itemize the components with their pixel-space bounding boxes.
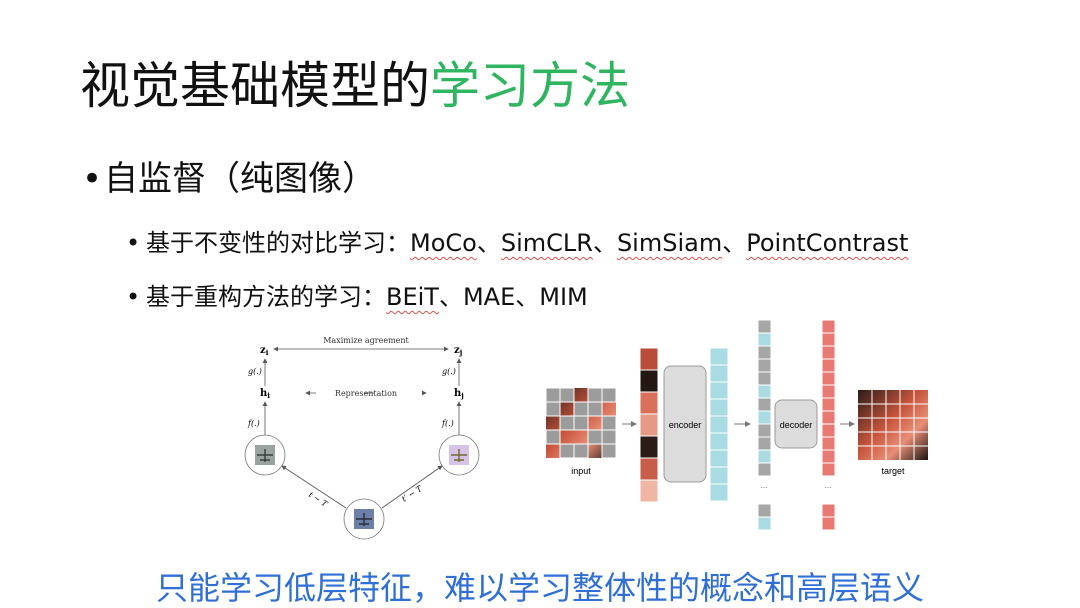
f-left-label: f(.) <box>247 419 260 428</box>
method-moco: MoCo <box>410 229 477 257</box>
method-simsiam: SimSiam <box>617 229 722 257</box>
target-image <box>858 390 928 460</box>
representation-label: Representation <box>335 389 397 398</box>
mixed-tokens <box>758 320 771 530</box>
separator: 、 <box>515 283 539 311</box>
title-highlight: 学习方法 <box>430 57 630 115</box>
method-mim: MIM <box>539 283 588 311</box>
ellipsis-mid: ... <box>761 481 768 490</box>
mae-diagram: input encoder ... decoder <box>542 318 932 533</box>
separator: 、 <box>477 229 501 257</box>
bullet-dot: • <box>82 156 104 202</box>
sub-bullet-prefix: 基于不变性的对比学习： <box>146 229 410 257</box>
z-left-label: zi <box>260 345 269 357</box>
separator: 、 <box>722 229 746 257</box>
f-right-label: f(.) <box>441 419 454 428</box>
decoder-label: decoder <box>780 420 813 430</box>
bullet-self-supervised: •自监督（纯图像） <box>82 156 376 202</box>
simclr-diagram: Maximize agreement zi zj g(.) hi f(.) g(… <box>236 330 486 540</box>
g-right-label: g(.) <box>442 367 456 376</box>
target-label: target <box>881 466 905 476</box>
input-label: input <box>571 466 591 476</box>
separator: 、 <box>593 229 617 257</box>
bullet-text: 自监督（纯图像） <box>104 159 376 199</box>
ellipsis-right: ... <box>825 481 832 490</box>
decoder-tokens <box>822 320 835 530</box>
method-pointcontrast: PointContrast <box>746 229 908 257</box>
bullet-dot: • <box>126 226 146 260</box>
encoder-label: encoder <box>669 420 702 430</box>
method-simclr: SimCLR <box>501 229 593 257</box>
bullet-dot: • <box>126 280 146 314</box>
page-title: 视觉基础模型的学习方法 <box>80 56 630 116</box>
h-left-label: hi <box>260 388 270 400</box>
maximize-agreement-label: Maximize agreement <box>323 336 409 345</box>
method-beit: BEiT <box>386 283 439 311</box>
method-mae: MAE <box>463 283 515 311</box>
title-prefix: 视觉基础模型的 <box>80 57 430 115</box>
input-grid <box>546 388 616 458</box>
separator: 、 <box>439 283 463 311</box>
g-left-label: g(.) <box>248 367 262 376</box>
sub-bullet-prefix: 基于重构方法的学习： <box>146 283 386 311</box>
visible-patches <box>640 348 658 502</box>
t-left-label: t ~ T <box>307 490 330 509</box>
h-right-label: hj <box>454 388 464 400</box>
sub-bullet-reconstruction: •基于重构方法的学习：BEiT、MAE、MIM <box>126 280 588 314</box>
sub-bullet-contrastive: •基于不变性的对比学习：MoCo、SimCLR、SimSiam、PointCon… <box>126 226 908 260</box>
encoder-tokens <box>710 348 728 501</box>
conclusion-text: 只能学习低层特征，难以学习整体性的概念和高层语义 <box>0 568 1080 608</box>
z-right-label: zj <box>454 345 462 357</box>
aug-right-arrow <box>382 466 442 508</box>
